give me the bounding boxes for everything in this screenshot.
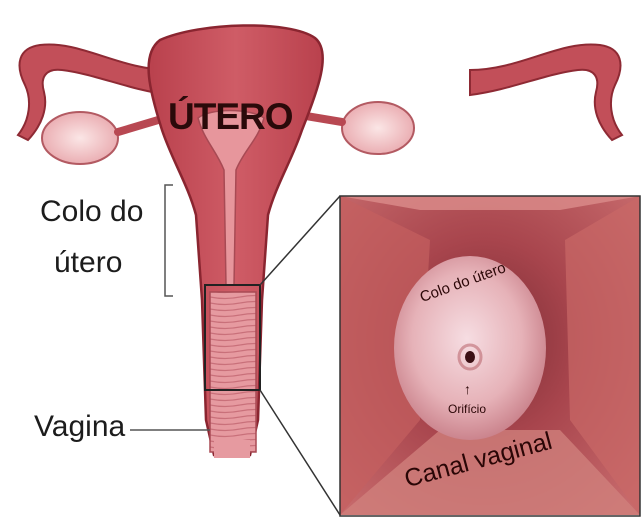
zoom-line-bottom [260, 390, 340, 515]
cervix-label-line2: útero [54, 248, 122, 278]
vagina-label: Vagina [34, 412, 125, 442]
cervix-bracket [165, 185, 173, 296]
uterus-title: ÚTERO [168, 98, 293, 135]
uterus [149, 25, 323, 458]
cervix-label-line1: Colo do [40, 197, 143, 227]
zoom-line-top [260, 196, 340, 285]
orifice-label: Orifício [448, 403, 486, 415]
orifice-arrow-icon: ↑ [464, 382, 471, 396]
